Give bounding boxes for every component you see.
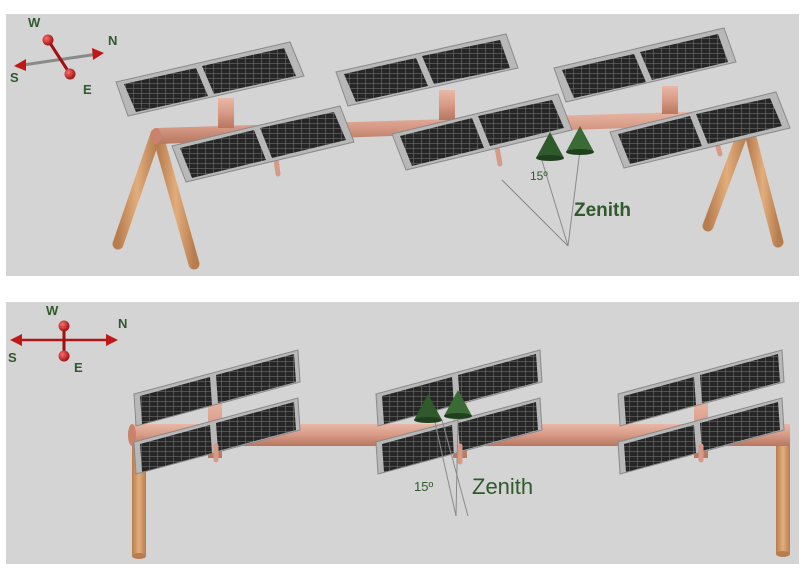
angle-line-left: [433, 417, 457, 517]
zenith-indicator-front: 15º Zenith: [414, 390, 533, 517]
cone-icon-vertical: [444, 390, 472, 416]
solar-panel-upper-3: [617, 349, 785, 427]
top-view-panel: W N S E: [6, 14, 799, 276]
angle-line-outer: [501, 179, 569, 247]
bottom-view-panel: W N S E: [6, 302, 799, 564]
cone-icon-vertical: [566, 126, 594, 152]
compass-label-west: W: [28, 15, 41, 30]
cone-icon-tilted: [536, 132, 564, 158]
support-legs: [112, 118, 784, 270]
angle-label: 15º: [530, 169, 548, 183]
tube-end-left: [151, 128, 161, 144]
compass-label-north: N: [118, 316, 127, 331]
solar-panel-back-1: [115, 41, 305, 117]
zenith-label: Zenith: [574, 200, 631, 221]
west-marker: [42, 34, 54, 46]
compass-label-west: W: [46, 303, 59, 318]
angle-label: 15º: [414, 479, 433, 494]
angle-line-right: [455, 415, 459, 517]
compass-label-south: S: [8, 350, 17, 365]
east-marker: [58, 350, 70, 362]
compass-label-east: E: [74, 360, 83, 375]
solar-panel-lower-3: [617, 397, 785, 475]
solar-panel-front-2: [391, 93, 573, 171]
leg-right-back: [742, 120, 784, 248]
leg-right-front: [702, 118, 752, 232]
solar-panel-lower-2: [375, 397, 543, 475]
angle-line-right: [567, 149, 581, 247]
compass-label-north: N: [108, 33, 117, 48]
bottom-view-diagram: W N S E: [8, 303, 790, 559]
south-arrowhead: [10, 334, 22, 346]
compass-rose-front: W N S E: [8, 303, 127, 375]
zenith-label: Zenith: [472, 474, 533, 499]
solar-panel-back-3: [553, 27, 737, 103]
top-view-diagram: W N S E: [10, 15, 791, 270]
post-1: [218, 98, 234, 128]
solar-panel-front-1: [171, 105, 355, 183]
post-2: [439, 90, 455, 120]
solar-panel-lower-1: [133, 397, 301, 475]
solar-panel-front-3: [609, 91, 791, 169]
solar-panel-upper-1: [133, 349, 301, 427]
compass-label-east: E: [83, 82, 92, 97]
zenith-indicator: 15º Zenith: [501, 126, 631, 247]
compass-rose: W N S E: [10, 15, 117, 97]
cone-icon-tilted: [414, 394, 442, 420]
leg-right: [776, 436, 790, 554]
angle-line-left: [539, 153, 569, 247]
north-arrowhead: [106, 334, 118, 346]
solar-panel-back-2: [335, 33, 519, 107]
north-arrowhead: [92, 48, 104, 60]
solar-panel-upper-2: [375, 349, 543, 427]
south-arrowhead: [14, 59, 26, 71]
compass-label-south: S: [10, 70, 19, 85]
leg-left-back: [152, 130, 200, 270]
angle-line-outer: [441, 419, 469, 517]
east-marker: [64, 68, 76, 80]
leg-left-front: [112, 128, 162, 250]
compass-axis-we: [46, 39, 72, 75]
west-marker: [58, 320, 70, 332]
compass-axis-ns: [15, 52, 99, 68]
post-3: [662, 86, 678, 114]
tube-end-left: [128, 424, 136, 446]
